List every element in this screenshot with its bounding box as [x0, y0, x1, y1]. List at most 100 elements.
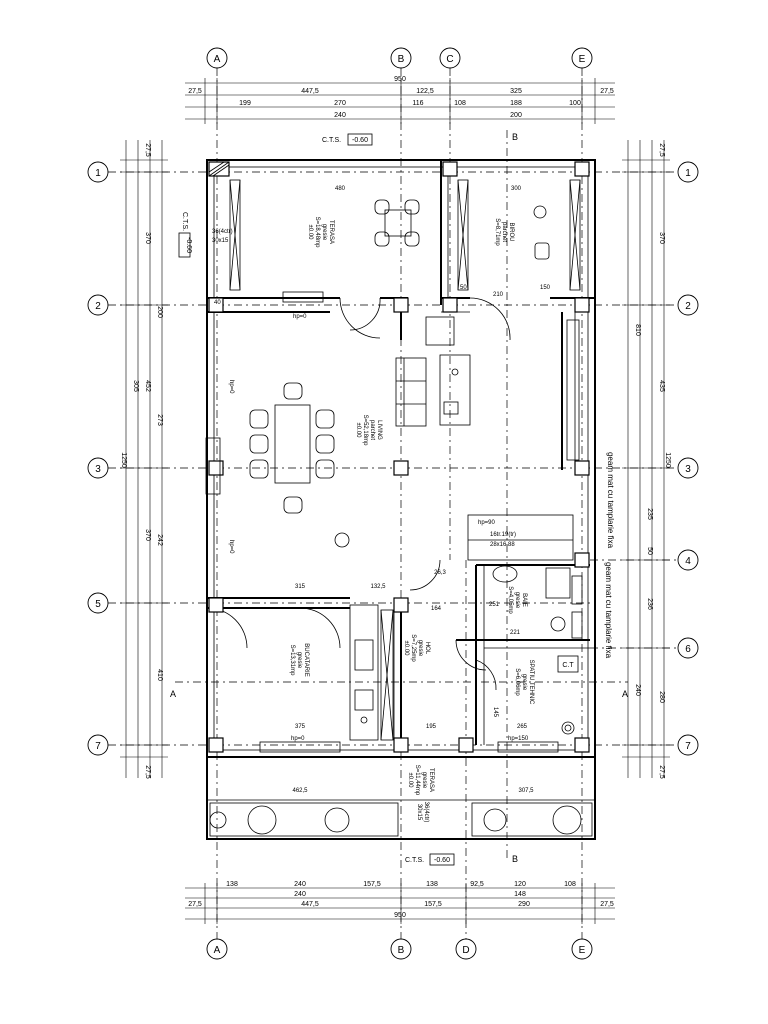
svg-text:S=13,31mp: S=13,31mp — [289, 645, 295, 677]
interior-walls — [206, 160, 595, 745]
dim-top-r4-0: 240 — [334, 112, 346, 119]
svg-text:TERASA: TERASA — [428, 768, 434, 792]
dim-right-3: 235 — [646, 508, 653, 520]
svg-text:1: 1 — [95, 168, 101, 179]
dim-top-r3-5: 100 — [569, 100, 581, 107]
dining-table-set — [249, 382, 350, 548]
inner-dimensions: 480 300 40 50 210 150 315 132,5 164 375 … — [214, 186, 551, 794]
svg-text:2: 2 — [95, 301, 101, 312]
svg-text:30x15: 30x15 — [212, 238, 229, 244]
svg-text:5: 5 — [95, 599, 101, 610]
svg-text:C.T.S.: C.T.S. — [181, 212, 188, 231]
axis-bubble-left-5: 5 — [87, 592, 109, 614]
dim-right-0: 27,5 — [658, 143, 665, 157]
svg-text:307,5: 307,5 — [518, 788, 534, 794]
svg-text:gresie: gresie — [521, 674, 527, 691]
structural-columns — [208, 161, 590, 753]
dimension-chain-left: 27,5 370 200 452 370 410 27,5 305 273 24… — [120, 140, 168, 779]
axis-bubble-right-6: 6 — [677, 637, 699, 659]
svg-text:C.T: C.T — [562, 662, 574, 669]
svg-text:gresie: gresie — [421, 772, 427, 789]
room-label-terasa-bottom: TERASA gresie S=11,44mp ±0.00 — [407, 765, 434, 796]
svg-text:E: E — [579, 54, 586, 65]
dim-left-3: 452 — [144, 380, 151, 392]
dim-bot-r2-0: 240 — [294, 891, 306, 898]
svg-text:3: 3 — [685, 464, 691, 475]
axis-bubble-left-7: 7 — [87, 734, 109, 756]
room-label-terasa-top: TERASA gresie S=18,48mp ±0.00 — [307, 217, 334, 249]
dim-right-4: 50 — [646, 547, 653, 555]
level-mark-top: C.T.S. -0.60 — [322, 133, 373, 146]
svg-text:-0.60: -0.60 — [185, 237, 192, 253]
svg-text:A: A — [622, 689, 628, 699]
axis-bubble-top-c: C — [439, 47, 461, 69]
svg-text:LIVING: LIVING — [376, 420, 382, 440]
axis-bubble-right-7: 7 — [677, 734, 699, 756]
svg-text:BIROU: BIROU — [508, 222, 514, 241]
dim-top-r2-4: 27,5 — [600, 88, 614, 95]
dim-bot-r1-2: 157,5 — [363, 881, 381, 888]
svg-text:150: 150 — [540, 285, 551, 291]
dim-top-r2-2: 122,5 — [416, 88, 434, 95]
axis-bubble-left-2: 2 — [87, 294, 109, 316]
svg-text:251: 251 — [489, 602, 500, 608]
dim-bot-total: 950 — [394, 912, 406, 919]
svg-text:-0.60: -0.60 — [434, 857, 450, 864]
bathroom-fixtures — [492, 565, 575, 735]
hp-labels: hp=0 hp=0 hp=150 hp=0 hp=0 — [228, 314, 529, 742]
axis-bubble-right-4: 4 — [677, 549, 699, 571]
dimension-chain-right: 27,5 370 435 235 50 236 280 27,5 810 240… — [622, 140, 671, 779]
room-label-bucatarie: BUCATARIE gresie S=13,31mp — [289, 643, 309, 676]
dim-right-2: 435 — [658, 380, 665, 392]
svg-text:TERASA: TERASA — [328, 220, 334, 244]
svg-text:C: C — [446, 54, 453, 65]
svg-text:36(4ctr): 36(4ctr) — [423, 802, 429, 823]
svg-text:geam mat cu tamplarie fixa: geam mat cu tamplarie fixa — [604, 562, 613, 659]
dim-left-total: 1250 — [120, 452, 127, 468]
dimension-chain-top: 950 27,5 447,5 122,5 325 27,5 199 270 11… — [185, 76, 615, 124]
ct-box: C.T — [557, 655, 579, 673]
axis-bubble-top-e: E — [571, 47, 593, 69]
svg-text:hp=0: hp=0 — [291, 736, 305, 742]
svg-text:SPATIU TEHNIC: SPATIU TEHNIC — [528, 660, 534, 705]
opening-label-top: 36(4ctr) 30x15 — [212, 229, 233, 244]
svg-text:36(4ctr): 36(4ctr) — [212, 229, 233, 235]
dim-bot-r1-4: 92,5 — [470, 881, 484, 888]
dim-left2-2: 242 — [156, 534, 163, 546]
dim-bot-r2-1: 148 — [514, 891, 526, 898]
dim-bot-r1-1: 240 — [294, 881, 306, 888]
svg-text:S=7,25mp: S=7,25mp — [410, 634, 416, 662]
svg-text:C.T.S.: C.T.S. — [405, 857, 424, 864]
dim-bot-r1-5: 120 — [514, 881, 526, 888]
dim-top-r3-1: 270 — [334, 100, 346, 107]
svg-text:gresie: gresie — [417, 640, 423, 657]
svg-text:221: 221 — [510, 630, 521, 636]
svg-text:50: 50 — [460, 285, 467, 291]
svg-text:D: D — [462, 945, 469, 956]
svg-text:hp=0: hp=0 — [228, 380, 234, 394]
svg-text:164: 164 — [431, 606, 442, 612]
dim-right2-1: 240 — [634, 684, 641, 696]
room-label-baie: BAIE gresie S=4,05mp — [507, 586, 527, 614]
svg-text:S=18,48mp: S=18,48mp — [314, 217, 320, 249]
svg-text:BUCATARIE: BUCATARIE — [303, 643, 309, 676]
axis-bubble-right-3: 3 — [677, 457, 699, 479]
svg-text:-0.60: -0.60 — [352, 137, 368, 144]
room-label-spatiu-tehnic: SPATIU TEHNIC gresie S=6,06mp — [514, 660, 534, 705]
dim-top-r2-0: 27,5 — [188, 88, 202, 95]
svg-text:A: A — [170, 689, 176, 699]
svg-text:210: 210 — [493, 292, 504, 298]
svg-text:B: B — [512, 132, 518, 142]
svg-text:3: 3 — [95, 464, 101, 475]
dim-right-7: 27,5 — [658, 765, 665, 779]
dim-left2-1: 273 — [156, 414, 163, 426]
dim-bot-r3-1: 447,5 — [301, 901, 319, 908]
dim-right2-0: 810 — [634, 324, 641, 336]
axis-bubble-right-2: 2 — [677, 294, 699, 316]
svg-text:±0.00: ±0.00 — [307, 225, 313, 241]
dim-bot-r3-2: 157,5 — [424, 901, 442, 908]
svg-text:gresie: gresie — [514, 592, 520, 609]
svg-text:A: A — [214, 54, 221, 65]
level-mark-bottom: C.T.S. -0.60 — [405, 853, 455, 866]
